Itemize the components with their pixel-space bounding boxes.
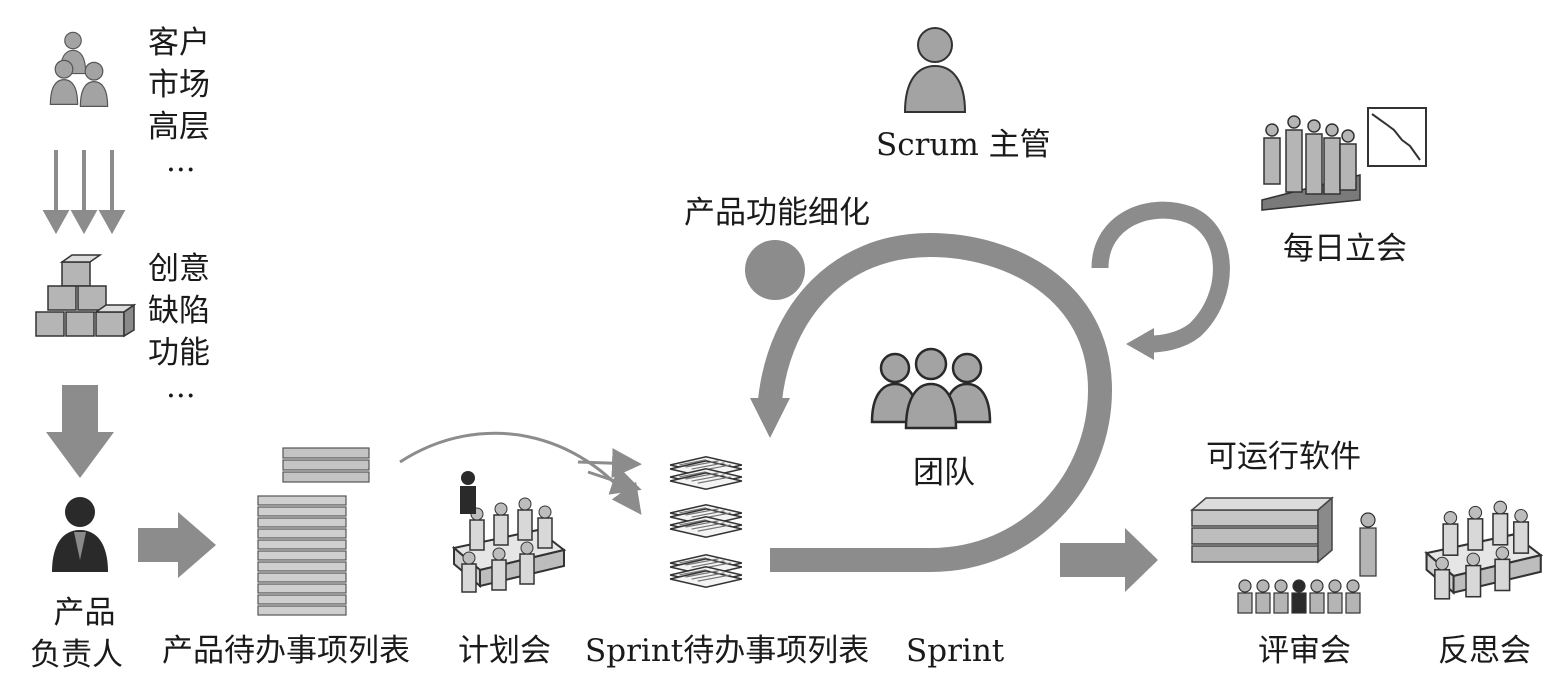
source-market: 市场 [148,67,210,103]
daily-cycle-arrow [1091,201,1230,360]
review-label: 评审会 [1258,633,1351,669]
source-customer: 客户 [148,25,210,61]
backlog-to-sprint-curve [399,431,642,515]
burndown-chart-icon [1367,107,1427,167]
big-down-arrow [46,385,114,478]
right-arrow-to-release [1060,528,1158,592]
team-icon [870,347,992,430]
right-arrow-to-backlog [138,512,216,578]
product-owner-label: 产品 负责人 [30,595,123,673]
source-executives: 高层 [148,109,210,145]
input-ellipsis: ... [166,369,196,405]
flow-arrows-down [42,150,126,235]
refinement-ball [745,240,805,300]
working-software-label: 可运行软件 [1206,439,1361,475]
group-of-people-icon [49,31,109,108]
refinement-label: 产品功能细化 [684,195,870,231]
standup-meeting-icon [1261,115,1361,211]
product-owner-icon [52,497,108,572]
inputs-list: 创意 缺陷 功能 ... [148,248,210,405]
input-defect: 缺陷 [148,293,210,329]
review-meeting-icon [1237,512,1377,614]
sources-list: 客户 市场 高层 ... [148,22,210,179]
daily-standup-label: 每日立会 [1283,231,1407,267]
planning-meeting-label: 计划会 [458,633,551,669]
backlog-stack-icon [257,447,370,616]
sprint-label: Sprint [906,633,1005,669]
sprint-backlog-label: Sprint待办事项列表 [585,633,870,669]
scrum-master-icon [903,27,967,113]
boxes-pile-icon [35,254,137,338]
scrum-master-label: Scrum 主管 [876,127,1051,163]
working-software-icon [1189,496,1335,564]
source-ellipsis: ... [166,143,196,179]
sprint-backlog-docs-icon [669,455,743,589]
product-backlog-label: 产品待办事项列表 [162,633,410,669]
team-label: 团队 [913,455,975,491]
planning-meeting-icon [453,471,565,593]
retrospective-label: 反思会 [1438,633,1531,669]
retrospective-meeting-icon [1425,500,1542,600]
sprint-cycle-arrow [750,232,1113,572]
selection-arrows [577,448,642,495]
input-idea: 创意 [148,251,210,287]
input-feature: 功能 [148,335,210,371]
